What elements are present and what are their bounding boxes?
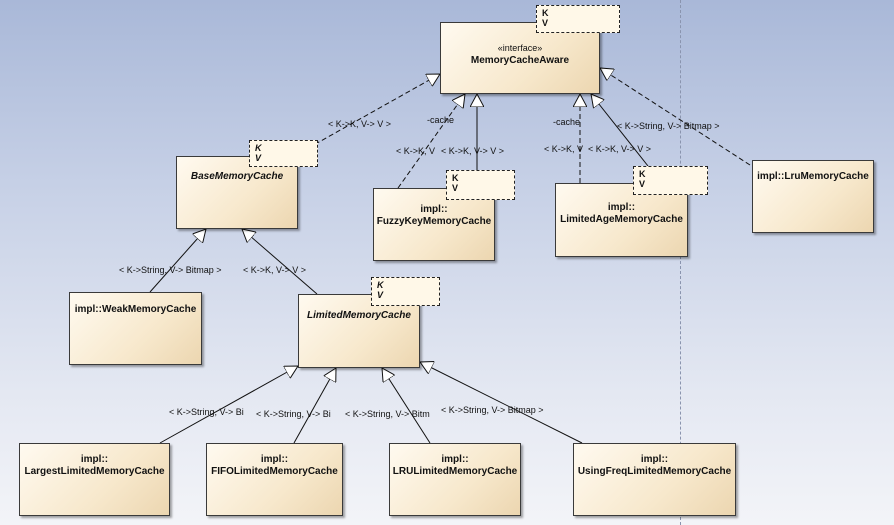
label-freq-binding: < K->String, V-> Bitmap > xyxy=(441,405,544,415)
label-fuzzy-cache-role: -cache xyxy=(427,115,455,125)
swimlane-divider xyxy=(680,0,681,525)
class-name: BaseMemoryCache xyxy=(190,171,284,182)
label-base-binding: < K->K, V-> V > xyxy=(328,119,392,129)
generalization-largest-to-limited xyxy=(159,366,298,444)
template-param-v: V xyxy=(255,153,262,163)
template-param-v: V xyxy=(452,183,459,193)
template-params-limited-memory-cache: K V xyxy=(371,277,440,306)
label-weak-binding: < K->String, V-> Bitmap > xyxy=(119,265,222,275)
class-name: LimitedMemoryCache xyxy=(307,310,411,321)
class-name: LRULimitedMemoryCache xyxy=(392,466,518,477)
realization-base-to-aware xyxy=(286,74,440,161)
label-lru-binding: < K->String, V-> Bitmap > xyxy=(617,121,720,131)
realization-lru-to-aware xyxy=(600,68,751,166)
class-limited-age-memory-cache[interactable]: impl:: LimitedAgeMemoryCache xyxy=(555,183,688,257)
label-largest-binding: < K->String, V-> Bi xyxy=(169,407,244,417)
label-age-binding-b: < K->K, V-> V > xyxy=(588,144,652,154)
class-prefix: impl:: xyxy=(80,454,109,465)
template-param-v: V xyxy=(639,179,646,189)
template-param-k: K xyxy=(377,280,384,290)
label-fifo-binding: < K->String, V-> Bi xyxy=(256,409,331,419)
interface-stereotype: «interface» xyxy=(497,43,543,53)
class-largest-limited-memory-cache[interactable]: impl:: LargestLimitedMemoryCache xyxy=(19,443,170,516)
class-prefix: impl:: xyxy=(441,454,469,465)
template-param-v: V xyxy=(542,18,549,28)
class-name: impl::LruMemoryCache xyxy=(757,171,869,182)
label-lru-limited-binding: < K->String, V-> Bitm xyxy=(345,409,430,419)
class-name: LargestLimitedMemoryCache xyxy=(24,466,165,477)
class-lru-limited-memory-cache[interactable]: impl:: LRULimitedMemoryCache xyxy=(389,443,521,516)
class-name: impl::WeakMemoryCache xyxy=(74,304,197,315)
class-weak-memory-cache[interactable]: impl::WeakMemoryCache xyxy=(69,292,202,365)
template-param-v: V xyxy=(377,290,384,300)
class-name: MemoryCacheAware xyxy=(470,55,570,66)
class-name: LimitedAgeMemoryCache xyxy=(560,214,683,225)
class-fifo-limited-memory-cache[interactable]: impl:: FIFOLimitedMemoryCache xyxy=(206,443,343,516)
class-prefix: impl:: xyxy=(607,202,636,213)
class-name: FuzzyKeyMemoryCache xyxy=(376,216,492,227)
template-params-memory-cache-aware: K V xyxy=(536,5,620,33)
class-using-freq-limited-memory-cache[interactable]: impl:: UsingFreqLimitedMemoryCache xyxy=(573,443,736,516)
class-prefix: impl:: xyxy=(260,454,289,465)
generalization-weak-to-base xyxy=(149,229,206,293)
association-age-to-aware xyxy=(591,94,649,167)
class-fuzzy-key-memory-cache[interactable]: impl:: FuzzyKeyMemoryCache xyxy=(373,188,495,261)
class-limited-memory-cache[interactable]: LimitedMemoryCache xyxy=(298,294,420,368)
label-fuzzy-binding-a: < K->K, V xyxy=(396,146,436,156)
label-fuzzy-binding-b: < K->K, V-> V > xyxy=(441,146,505,156)
class-prefix: impl:: xyxy=(640,454,669,465)
label-age-binding-a: < K->K, V xyxy=(544,144,584,154)
template-params-limited-age-memory-cache: K V xyxy=(633,166,708,195)
class-memory-cache-aware[interactable]: «interface» MemoryCacheAware xyxy=(440,22,600,94)
label-limited-binding: < K->K, V-> V > xyxy=(243,265,307,275)
template-param-k: K xyxy=(542,8,549,18)
class-base-memory-cache[interactable]: BaseMemoryCache xyxy=(176,156,298,229)
generalization-fifo-to-limited xyxy=(293,368,336,444)
template-params-base-memory-cache: K V xyxy=(249,140,318,167)
class-name: UsingFreqLimitedMemoryCache xyxy=(577,466,732,477)
class-name: FIFOLimitedMemoryCache xyxy=(211,466,338,477)
template-params-fuzzy-key-memory-cache: K V xyxy=(446,170,515,200)
realization-fuzzy-to-aware xyxy=(397,94,465,189)
class-lru-memory-cache[interactable]: impl::LruMemoryCache xyxy=(752,160,874,233)
label-age-cache-role: -cache xyxy=(553,117,581,127)
generalization-lru-to-limited xyxy=(382,368,431,444)
generalization-limited-to-base xyxy=(242,229,318,295)
template-param-k: K xyxy=(452,173,459,183)
template-param-k: K xyxy=(255,143,262,153)
generalization-freq-to-limited xyxy=(420,362,583,444)
class-prefix: impl:: xyxy=(420,204,448,215)
template-param-k: K xyxy=(639,169,646,179)
